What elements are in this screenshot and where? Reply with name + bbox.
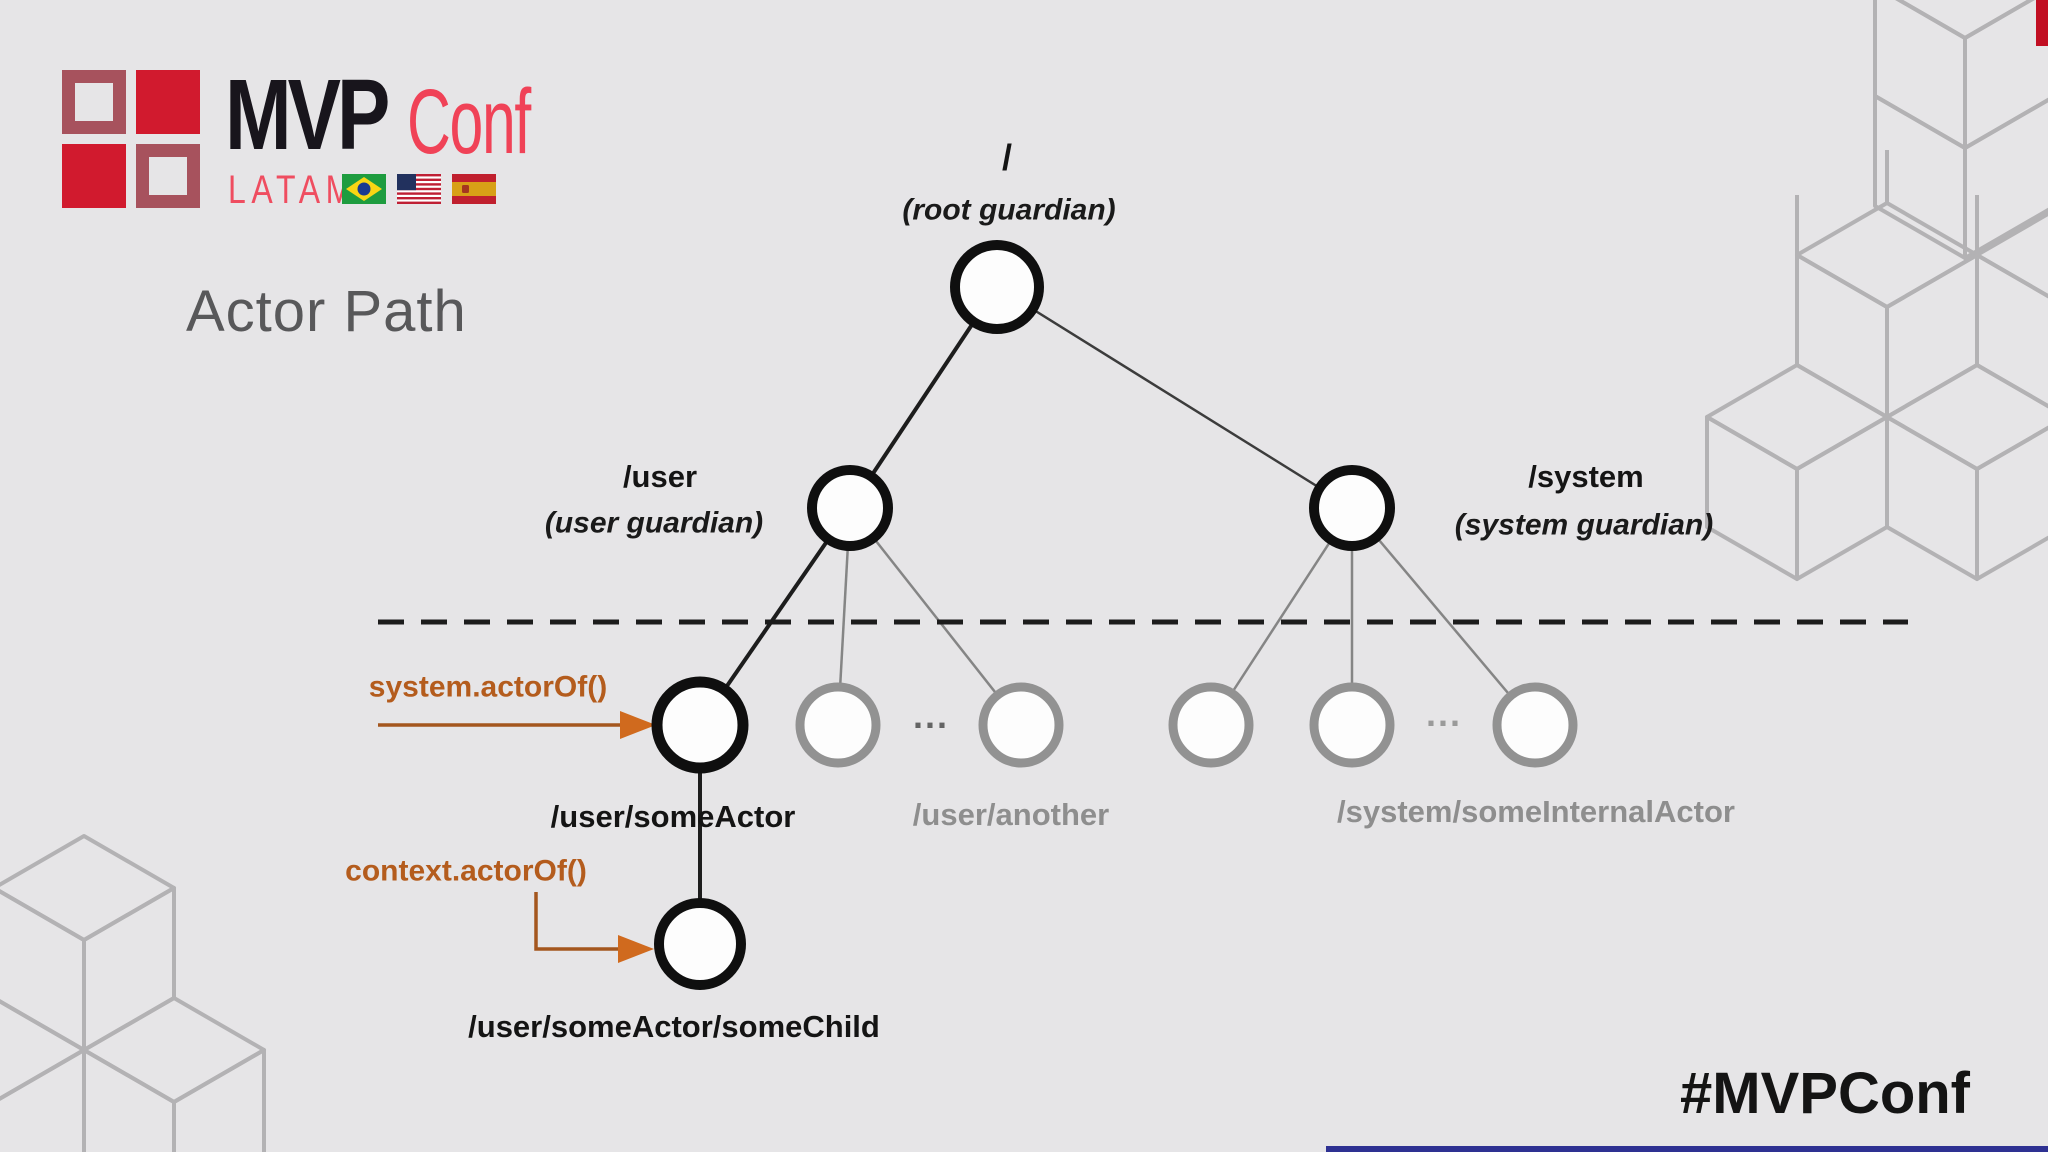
node-root-guardian xyxy=(950,240,1044,334)
hashtag-label: #MVPConf xyxy=(1680,1061,1970,1126)
node-system-guardian xyxy=(1309,465,1395,551)
logo-mvp-text: MVP xyxy=(225,59,390,171)
bottom-blue-bar xyxy=(1326,1146,2048,1152)
someactor-path-label: /user/someActor xyxy=(550,798,796,834)
context-actorof-label: context.actorOf() xyxy=(345,854,587,888)
node-system-child-1 xyxy=(1168,682,1254,768)
usa-flag-icon xyxy=(397,174,441,204)
page-title: Actor Path xyxy=(186,279,467,344)
system-path-label: /system xyxy=(1528,458,1644,494)
system-actorof-label: system.actorOf() xyxy=(368,670,608,704)
logo-conf-text: Conf xyxy=(407,71,531,173)
mvp-conf-logo: MVP Conf LATAM xyxy=(62,59,622,215)
logo-flags xyxy=(342,174,496,204)
another-path-label: /user/another xyxy=(912,796,1110,832)
ellipsis-system: ... xyxy=(1425,693,1463,735)
root-path-label: / xyxy=(1001,137,1013,179)
edge-system-child1 xyxy=(1209,507,1354,726)
cube-decoration-bottom-left-cluster xyxy=(0,834,266,1152)
context-actorof-arrow xyxy=(534,892,654,963)
user-path-label: /user xyxy=(622,458,698,494)
top-right-red-strip xyxy=(2036,0,2048,46)
node-system-internal xyxy=(1492,682,1578,768)
ellipsis-user: ... xyxy=(912,695,950,737)
node-user-guardian xyxy=(807,465,893,551)
brazil-flag-icon xyxy=(342,174,386,204)
node-system-child-2 xyxy=(1309,682,1395,768)
somechild-path-label: /user/someActor/someChild xyxy=(468,1008,880,1044)
system-internal-path-label: /system/someInternalActor xyxy=(1337,793,1735,829)
logo-square-solid-bl xyxy=(62,144,126,208)
logo-square-solid-tr xyxy=(136,70,200,134)
node-user-child xyxy=(795,682,881,768)
system-actorof-arrow xyxy=(378,711,656,739)
edge-system-child3 xyxy=(1351,507,1536,726)
system-caption: (system guardian) xyxy=(1454,508,1714,542)
node-user-another xyxy=(978,682,1064,768)
root-caption: (root guardian) xyxy=(902,193,1116,227)
cube-decoration-right-cluster xyxy=(1705,0,2048,581)
logo-square-outline-br xyxy=(136,144,200,208)
logo-latam-text: LATAM xyxy=(228,168,358,212)
edge-user-another xyxy=(849,507,1022,726)
spain-flag-icon xyxy=(452,174,496,204)
edge-root-system xyxy=(996,285,1353,510)
node-somechild xyxy=(654,898,746,990)
user-caption: (user guardian) xyxy=(544,506,764,540)
tree-nodes xyxy=(651,240,1578,990)
node-someactor xyxy=(651,676,749,774)
tree-edges xyxy=(698,285,1536,944)
logo-square-outline-tl xyxy=(62,70,126,134)
